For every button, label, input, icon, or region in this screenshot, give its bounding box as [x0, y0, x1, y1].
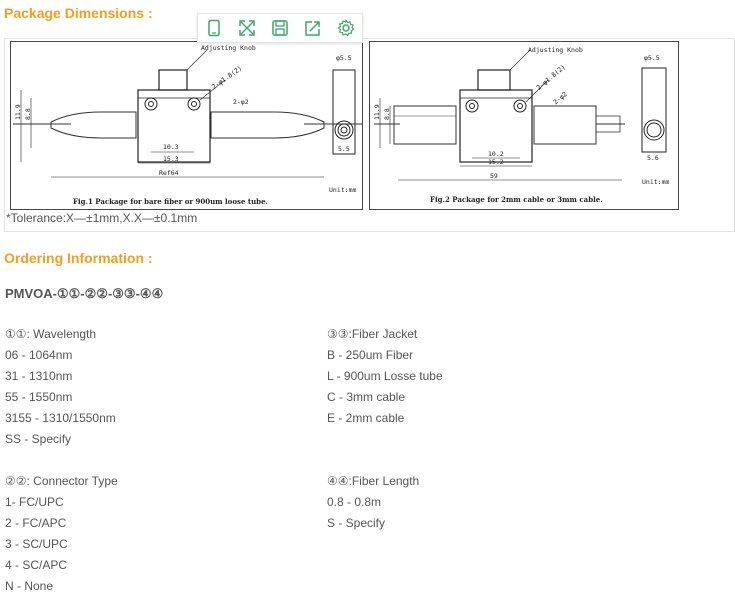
list-item: 2 - FC/APC	[5, 516, 67, 530]
list-item: C - 3mm cable	[327, 390, 406, 404]
share-icon[interactable]	[302, 17, 324, 39]
fig1-dim-ref: Ref64	[159, 169, 179, 177]
list-item: E - 2mm cable	[327, 411, 405, 425]
list-item: 3 - SC/UPC	[5, 537, 68, 551]
fig1-unit: Unit:mm	[329, 186, 356, 194]
fig2-side-top: φ5.5	[644, 54, 660, 62]
ordering-information-title: Ordering Information :	[4, 250, 153, 266]
fig2-unit: Unit:mm	[642, 178, 669, 186]
list-spacer	[5, 450, 118, 471]
part-number-format: PMVOA-①①-②②-③③-④④	[5, 286, 164, 301]
list-spacer	[327, 450, 443, 471]
list-item: 06 - 1064nm	[5, 348, 73, 362]
fig1-side-bottom: 5.5	[338, 145, 350, 153]
list-item: 1- FC/UPC	[5, 495, 64, 509]
fig1-caption: Fig.1 Package for bare fiber or 900um lo…	[73, 197, 268, 206]
list-item: 31 - 1310nm	[5, 369, 73, 383]
list-item: S - Specify	[327, 516, 386, 530]
list-item: 4 - SC/APC	[5, 558, 68, 572]
tolerance-note: *Tolerance:X—±1mm,X.X—±0.1mm	[6, 211, 198, 225]
list-item: ①①: Wavelength	[5, 327, 97, 341]
fig1-dim-inner: 10.3	[163, 143, 179, 151]
fullscreen-icon[interactable]	[236, 17, 258, 39]
fig2-height-label: 11.9	[373, 104, 381, 120]
fig2-diam-label-2: 2-φ2	[552, 90, 569, 106]
fig2-knob-label: Adjusting Knob	[528, 46, 583, 54]
list-spacer	[327, 429, 443, 450]
package-dimensions-title: Package Dimensions :	[4, 5, 153, 21]
list-item: N - None	[5, 579, 54, 593]
fig1-knob-label: Adjusting Knob	[201, 44, 256, 52]
save-icon[interactable]	[269, 17, 291, 39]
fig1-diam-label-1: 2-φ1.8(2)	[210, 64, 243, 91]
fig1-dim-outer: 15.3	[163, 155, 179, 163]
fig2-side-bottom: 5.6	[647, 154, 659, 162]
ordering-left-column: ①①: Wavelength 06 - 1064nm 31 - 1310nm 5…	[5, 324, 118, 597]
list-item: ②②: Connector Type	[5, 474, 118, 488]
list-item: 55 - 1550nm	[5, 390, 73, 404]
tablet-icon[interactable]	[203, 17, 225, 39]
fig1-side-top: φ5.5	[336, 54, 352, 62]
list-item: 0.8 - 0.8m	[327, 495, 382, 509]
fig1-height-label: 11.9	[14, 104, 22, 120]
list-item: SS - Specify	[5, 432, 72, 446]
fig2-caption: Fig.2 Package for 2mm cable or 3mm cable…	[430, 195, 603, 204]
list-item: L - 900um Losse tube	[327, 369, 443, 383]
image-toolbar	[197, 13, 363, 43]
ordering-right-column: ③③:Fiber Jacket B - 250um Fiber L - 900u…	[327, 324, 443, 534]
list-item: B - 250um Fiber	[327, 348, 414, 362]
list-item: ③③:Fiber Jacket	[327, 327, 418, 341]
fig2-diam-label-1: 2-φ1.8(2)	[535, 63, 567, 92]
list-item: ④④:Fiber Length	[327, 474, 420, 488]
fig2-dim-inner: 10.2	[488, 150, 504, 158]
fig1-height-label-2: 8.8	[24, 108, 32, 120]
figure-2-drawing: Adjusting Knob 2-φ1.8(2) 2-φ2 11.9 8.8 1…	[369, 41, 679, 210]
fig2-dim-outer: 15.2	[488, 158, 504, 166]
settings-icon[interactable]	[335, 17, 357, 39]
figure-1-drawing: Adjusting Knob 2-φ1.8(2) 2-φ2 11.9 8.8 1…	[10, 41, 363, 210]
fig1-diam-label-2: 2-φ2	[233, 98, 249, 106]
fig2-height-label-2: 8.8	[383, 108, 391, 120]
fig2-dim-ref: 59	[490, 172, 498, 180]
list-item: 3155 - 1310/1550nm	[5, 411, 116, 425]
